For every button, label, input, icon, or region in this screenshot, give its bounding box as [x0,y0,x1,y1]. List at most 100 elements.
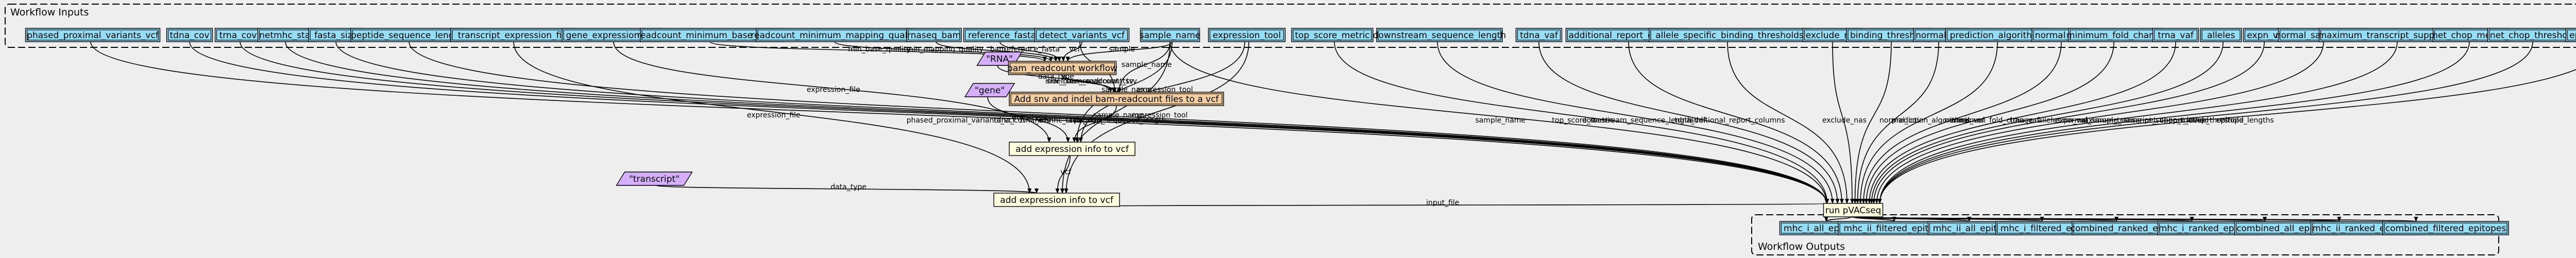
edge-alleles-to-pvacseq [1869,41,2224,204]
edge-label: tdna_vaf [1674,116,1706,125]
edge-sample-name-to-pvacseq [1170,41,1829,204]
edge-label: epitope_lengths [2216,116,2274,125]
reference-fasta-input-node[interactable]: reference_fasta [963,28,1041,42]
edge-normal-cov-to-pvacseq [1855,41,1939,204]
sample-name-label: sample_name [1140,30,1201,41]
edge-label: top_score_metric [1552,116,1614,125]
trna-vaf-input-node[interactable]: trna_vaf [2152,28,2199,42]
downstream-sequence-length-label: downstream_sequence_length [1373,30,1506,41]
edge-maximum-transcript-support-level-to-pvacseq [1877,41,2398,204]
edge-peptide-sequence-length-to-pvacseq [409,41,1829,204]
edge-trna-vaf-to-pvacseq [1867,41,2176,204]
edge-transcript-expression-file-to-add-expr-2 [513,41,1032,194]
minimum-fold-change-label: minimum_fold_change [2066,30,2165,41]
edge-net-chop-method-to-pvacseq [1877,41,2470,204]
inputs-cluster [5,4,2576,48]
edge-expression-tool-to-add-expr-2 [1064,41,1249,194]
edge-pvacseq-to-combined-filtered-epitopes [1855,216,2417,222]
edge-label: vcf [1069,45,1080,54]
edge-label: netmhc_stab [1035,116,1082,125]
edge-reference-fasta-to-bam-readcount-workflow [999,41,1062,62]
netmhc-stab-input-node[interactable]: netmhc_stab [257,28,318,42]
tdna-vaf-label: tdna_vaf [1520,30,1558,41]
edge-label: data_type [831,183,867,192]
edge-label: normal_cov [1879,116,1921,125]
edge-normal-sample-name-to-pvacseq [1874,41,2324,204]
edge-label: trna_cov [1020,116,1051,125]
edge-pvacseq-to-mhc-i-all-epitopes [1824,216,1852,222]
expn-val-label: expn_val [2247,30,2286,41]
edge-allele-specific-binding-thresholds-to-pvacseq [1727,41,1849,204]
edge-label: normal_vaf [1944,116,1985,125]
edge-tdna-vaf-to-pvacseq [1538,41,1840,204]
edge-rna-to-add-snv-indel [997,65,1113,93]
rnaseq-bam-input-node[interactable]: rnaseq_bam [906,28,962,42]
edge-net-chop-threshold-to-pvacseq [1877,41,2533,204]
edge-label: downstream_sequence_length [1582,116,1692,125]
minimum-fold-change-input-node[interactable]: minimum_fold_change [2066,28,2165,42]
mhc-ii-filtered-epitopes-label: mhc_ii_filtered_epitopes [1843,223,1949,234]
phased-proximal-variants-vcf-input-node[interactable]: phased_proximal_variants_vcf [25,28,161,42]
edge-label: peptide_sequence_length [1074,116,1166,125]
top-score-metric-label: top_score_metric [1295,30,1369,41]
edge-sample-name-to-add-expr-2 [1060,41,1171,194]
downstream-sequence-length-input-node[interactable]: downstream_sequence_length [1373,28,1506,42]
phased-proximal-variants-vcf-label: phased_proximal_variants_vcf [27,30,159,41]
reference-fasta-label: reference_fasta [968,30,1036,41]
combined-filtered-epitopes-output-node[interactable]: combined_filtered_epitopes [2382,221,2509,235]
peptide-sequence-length-input-node[interactable]: peptide_sequence_length [350,28,464,42]
edge-top-score-metric-to-pvacseq [1334,41,1829,204]
transcript-expression-file-input-node[interactable]: transcript_expression_file [450,28,577,42]
pvacseq-step-node[interactable]: run pVACseq [1823,203,1884,217]
netmhc-stab-label: netmhc_stab [259,30,316,41]
fasta-size-label: fasta_size [314,30,358,41]
edge-detect-variants-vcf-to-bam-readcount-workflow [1061,41,1082,62]
edge-label: input_file [1426,199,1459,207]
edge-downstream-sequence-length-to-pvacseq [1437,41,1835,204]
allele-specific-binding-thresholds-input-node[interactable]: allele_specific_binding_thresholds [1649,28,1810,42]
edge-gene-expression-file-to-add-expr-1 [613,41,1052,143]
edge-sample-name-to-add-expr-1 [1075,41,1173,143]
sample-name-input-node[interactable]: sample_name [1140,28,1201,42]
edge-label: exclude_nas [1822,116,1867,125]
expression-tool-input-node[interactable]: expression_tool [1208,28,1286,42]
edge-rnaseq-bam-to-bam-readcount-workflow [936,41,1058,62]
bam-readcount-workflow-step-node[interactable]: bam_readcount workflow [1007,61,1117,75]
edge-label: additional_report_columns [1689,116,1785,125]
edge-sample-name-to-bam-readcount-workflow [1065,41,1173,62]
trna-cov-label: trna_cov [219,30,257,41]
tdna-cov-input-node[interactable]: tdna_cov [166,28,213,42]
edge-label: net_chop_method [2144,116,2209,125]
add-expr-2-label: add expression info to vcf [1000,195,1114,205]
add-expr-2-step-node[interactable]: add expression info to vcf [993,193,1120,207]
edge-label: bam [990,45,1006,54]
edge-transcript-to-add-expr-2 [656,185,1039,194]
edge-label: sample_name [1122,61,1172,69]
outputs-cluster-title: Workflow Outputs [1758,241,1845,252]
epitope-lengths-input-node[interactable]: epitope_lengths [2565,28,2576,42]
edge-bam-readcount-workflow-to-add-snv-indel [1064,74,1116,93]
edge-label: min_mapping_quality [906,45,984,54]
add-expr-1-step-node[interactable]: add expression info to vcf [1009,142,1136,156]
tdna-vaf-input-node[interactable]: tdna_vaf [1515,28,1563,42]
edge-minimum-fold-change-to-pvacseq [1864,41,2114,204]
net-chop-threshold-input-node[interactable]: net_chop_threshold [2487,28,2576,42]
transcript-default-node[interactable]: "transcript" [616,171,693,186]
add-snv-indel-step-node[interactable]: Add snv and indel bam-readcount files to… [1009,92,1224,106]
exclude-nas-label: exclude_nas [1806,30,1860,41]
detect-variants-vcf-input-node[interactable]: detect_variants_vcf [1034,28,1130,42]
edge-label: sample [1109,45,1135,54]
binding-threshold-label: binding_threshold [1850,30,1928,41]
edge-label: expression_file [807,86,860,94]
readcount-minimum-mapping-quality-input-node[interactable]: readcount_minimum_mapping_quality [751,28,919,42]
top-score-metric-input-node[interactable]: top_score_metric [1291,28,1374,42]
edge-epitope-lengths-to-pvacseq [1877,69,2576,204]
readcount-minimum-base-quality-label: readcount_minimum_base_quality [637,30,787,41]
gene-default-node[interactable]: "gene" [964,83,1015,97]
transcript-label: "transcript" [629,174,680,184]
edge-trna-cov-to-pvacseq [240,41,1829,204]
trna-cov-input-node[interactable]: trna_cov [214,28,262,42]
alleles-input-node[interactable]: alleles [2200,28,2242,42]
edge-label: reference_fasta [1004,45,1060,54]
